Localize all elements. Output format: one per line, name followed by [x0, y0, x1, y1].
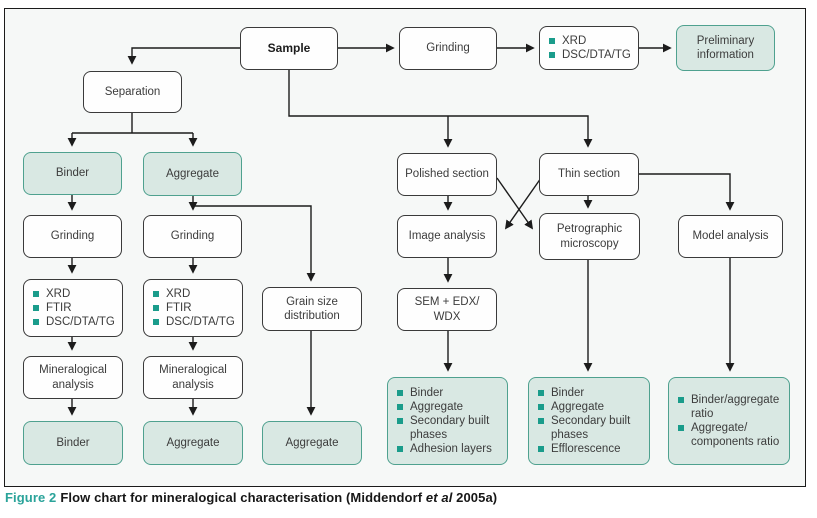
bullet-label: FTIR	[46, 301, 72, 314]
arrow-thin-to-model-analysis	[639, 173, 735, 211]
node-results-model: Binder/aggregate ratio Aggregate/ compon…	[668, 377, 790, 465]
bullet-label: Secondary built phases	[551, 414, 631, 441]
bullet-square-icon	[549, 37, 555, 44]
arrow-aggregate-to-grain-size	[193, 205, 316, 282]
bullet-square-icon	[538, 417, 544, 424]
bullet-item: Binder	[397, 386, 443, 400]
bullet-item: FTIR	[153, 301, 192, 315]
node-binder-top: Binder	[23, 152, 122, 195]
node-grinding-top: Grinding	[399, 27, 497, 70]
node-polished-section: Polished section	[397, 153, 497, 196]
bullet-item: Aggregate	[538, 400, 604, 414]
node-results-petrographic: Binder Aggregate Secondary built phases …	[528, 377, 650, 465]
bullet-label: Secondary built phases	[410, 414, 490, 441]
node-aggregate-grain-result: Aggregate	[262, 421, 362, 465]
bullet-square-icon	[538, 389, 544, 396]
bullet-label: Binder	[551, 386, 585, 399]
arrow-sample-to-thin-section	[288, 70, 593, 148]
bullet-label: XRD	[46, 287, 71, 300]
bullet-square-icon	[549, 52, 555, 58]
bullet-label: DSC/DTA/TG	[46, 316, 115, 328]
figure-caption-text: Flow chart for mineralogical characteris…	[60, 490, 423, 505]
bullet-square-icon	[538, 403, 544, 410]
bullet-square-icon	[397, 403, 403, 410]
bullet-item: Secondary built phases	[538, 414, 645, 442]
bullet-square-icon	[33, 304, 39, 311]
bullet-item: XRD	[549, 34, 586, 48]
node-grain-size: Grain size distribution	[262, 287, 362, 331]
bullet-square-icon	[397, 417, 403, 424]
node-grinding-binder: Grinding	[23, 215, 122, 258]
bullet-item: Aggregate/ components ratio	[678, 421, 779, 449]
bullet-square-icon	[153, 319, 159, 325]
bullet-item: DSC/DTA/TG	[153, 315, 235, 329]
node-analysis-binder: XRD FTIR DSC/DTA/TG	[23, 279, 123, 337]
bullet-item: XRD	[33, 287, 70, 301]
node-analysis-aggregate: XRD FTIR DSC/DTA/TG	[143, 279, 243, 337]
node-sample: Sample	[240, 27, 338, 70]
node-mineralogical-aggregate: Mineralogical analysis	[143, 356, 243, 399]
bullet-label: XRD	[166, 287, 191, 300]
bullet-item: Adhesion layers	[397, 442, 492, 456]
bullet-item: Aggregate	[397, 400, 463, 414]
node-image-analysis: Image analysis	[397, 215, 497, 258]
bullet-square-icon	[33, 319, 39, 325]
bullet-square-icon	[538, 446, 544, 453]
bullet-item: Binder	[538, 386, 584, 400]
bullet-item: Secondary built phases	[397, 414, 503, 442]
figure-caption-suffix: 2005a)	[452, 490, 498, 505]
figure-caption-italic: et al	[422, 490, 453, 505]
bullet-label: Aggregate	[410, 400, 464, 413]
bullet-square-icon	[397, 389, 403, 396]
bullet-square-icon	[33, 290, 39, 297]
bullet-square-icon	[678, 425, 684, 431]
bullet-item: Efflorescence	[538, 442, 620, 456]
node-preliminary-information: Preliminary information	[676, 25, 775, 71]
node-mineralogical-binder: Mineralogical analysis	[23, 356, 123, 399]
bullet-item: XRD	[153, 287, 190, 301]
bullet-label: FTIR	[166, 301, 192, 314]
bullet-label: Binder/aggregate ratio	[691, 393, 780, 420]
bullet-item: DSC/DTA/TG	[549, 48, 631, 62]
bullet-square-icon	[153, 304, 159, 311]
node-petrographic-microscopy: Petrographic microscopy	[539, 213, 640, 260]
node-separation: Separation	[83, 71, 182, 113]
node-aggregate-top: Aggregate	[143, 152, 242, 196]
arrow-sample-to-separation	[127, 47, 240, 65]
bullet-label: XRD	[562, 34, 587, 47]
node-model-analysis: Model analysis	[678, 215, 783, 258]
bullet-label: Binder	[410, 386, 444, 399]
node-aggregate-result: Aggregate	[143, 421, 243, 465]
node-thin-section: Thin section	[539, 153, 639, 196]
arrow-thin-to-image-analysis	[504, 177, 542, 230]
bullet-label: DSC/DTA/TG	[166, 316, 235, 328]
bullet-square-icon	[678, 396, 684, 403]
bullet-item: Binder/aggregate ratio	[678, 393, 779, 421]
bullet-label: Aggregate/ components ratio	[691, 422, 780, 449]
node-grinding-aggregate: Grinding	[143, 215, 242, 258]
figure-caption-number: Figure 2	[5, 490, 57, 505]
bullet-item: FTIR	[33, 301, 72, 315]
arrow-polished-to-petrographic	[496, 177, 534, 230]
bullet-label: DSC/DTA/TG	[562, 49, 631, 61]
bullet-square-icon	[153, 290, 159, 297]
node-results-image-analysis: Binder Aggregate Secondary built phases …	[387, 377, 508, 465]
node-prep-analysis: XRD DSC/DTA/TG	[539, 26, 639, 70]
bullet-label: Aggregate	[551, 400, 605, 413]
bullet-square-icon	[397, 446, 403, 453]
node-binder-result: Binder	[23, 421, 123, 465]
bullet-item: DSC/DTA/TG	[33, 315, 115, 329]
bullet-label: Adhesion layers	[410, 443, 492, 456]
node-sem-edx-wdx: SEM + EDX/ WDX	[397, 288, 497, 331]
bullet-label: Efflorescence	[551, 443, 621, 456]
